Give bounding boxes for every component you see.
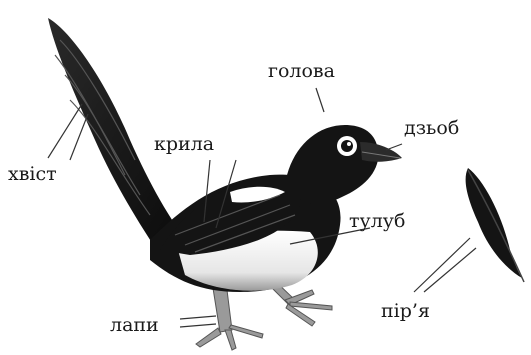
beak-shape <box>360 142 402 162</box>
label-tail: хвіст <box>8 165 57 184</box>
label-wings: крила <box>154 135 214 154</box>
label-body: тулуб <box>349 212 405 231</box>
feather-shape <box>466 168 524 282</box>
label-legs: лапи <box>110 316 159 335</box>
label-feather: пір’я <box>381 302 430 321</box>
eye-icon <box>341 140 353 152</box>
head-shape <box>285 125 402 204</box>
label-head: голова <box>268 62 335 81</box>
label-beak: дзьоб <box>404 119 459 138</box>
